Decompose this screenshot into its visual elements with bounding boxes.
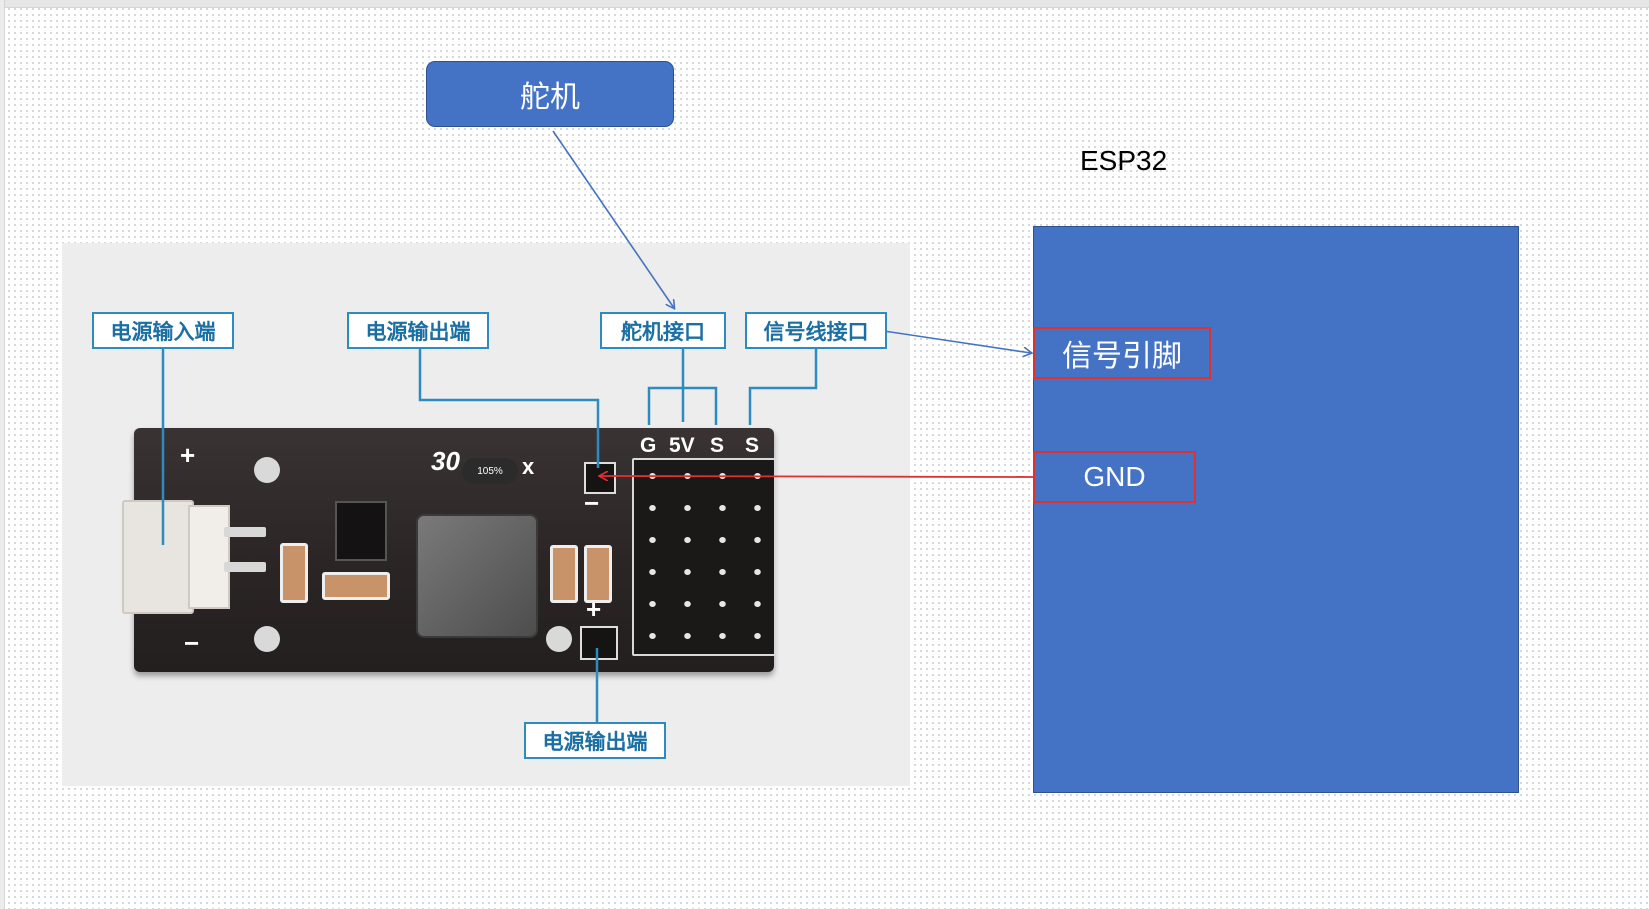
arrow-gnd-to-pin: [600, 476, 1033, 477]
arrow-signal-to-pin: [884, 331, 1031, 353]
callout-servo-interface: 舵机接口: [600, 312, 726, 349]
esp32-board[interactable]: [1033, 226, 1519, 793]
esp32-label: ESP32: [1080, 145, 1167, 177]
callout-power-in: 电源输入端: [92, 312, 234, 349]
callout-line-signal-interface: [750, 347, 816, 425]
arrow-servo-to-interface: [553, 131, 674, 308]
callout-power-out-bottom: 电源输出端: [524, 722, 666, 759]
gnd-pin-box[interactable]: GND: [1033, 451, 1196, 503]
callout-line-power-out-top: [420, 347, 598, 468]
callout-signal-interface: 信号线接口: [745, 312, 887, 349]
callout-power-out-top: 电源输出端: [347, 312, 489, 349]
servo-box[interactable]: 舵机: [426, 61, 674, 127]
signal-pin-box[interactable]: 信号引脚: [1033, 327, 1211, 379]
